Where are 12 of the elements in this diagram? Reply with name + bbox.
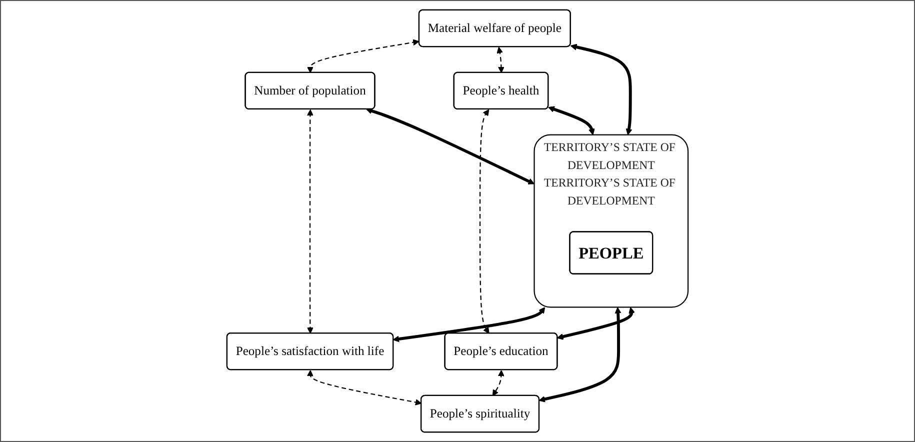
arrow bbox=[492, 370, 504, 396]
arrow bbox=[556, 307, 635, 340]
arrow bbox=[548, 106, 595, 136]
arrow bbox=[306, 109, 314, 334]
arrow bbox=[306, 370, 422, 406]
arrow bbox=[496, 46, 504, 74]
arrow bbox=[538, 307, 622, 402]
arrow bbox=[479, 109, 490, 334]
arrow bbox=[306, 39, 420, 74]
arrow bbox=[366, 108, 535, 184]
arrow bbox=[392, 307, 546, 342]
arrow bbox=[570, 44, 632, 136]
